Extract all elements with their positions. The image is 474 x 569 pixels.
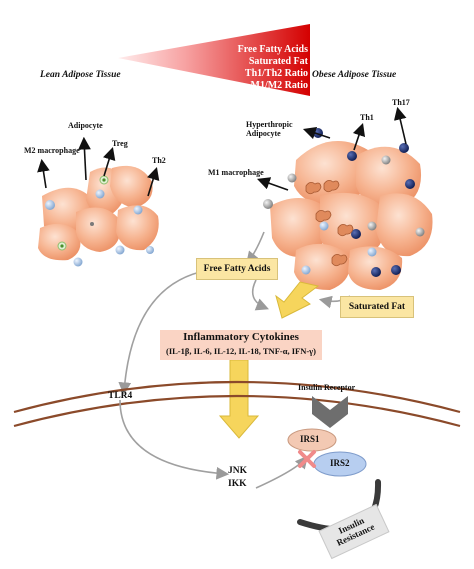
cytokines-list: (IL-1β, IL-6, IL-12, IL-18, TNF-α, IFN-γ… [166,346,316,356]
th1-label: Th1 [360,113,374,122]
obese-tissue-cluster [263,128,433,290]
gradient-line-satfat: Saturated Fat [248,56,308,67]
gradient-line-th-ratio: Th1/Th2 Ratio [244,68,308,79]
jnk-label: JNK [228,466,247,476]
cell-membrane [13,380,461,428]
cytokine-yellow-arrow [218,359,260,439]
gradient-text: Free Fatty Acids Saturated Fat Th1/Th2 R… [200,44,308,92]
free-fatty-acids-box: Free Fatty Acids [196,258,278,280]
irs1-shape [287,428,337,452]
hyper-line-2: Adipocyte [246,129,281,138]
saturated-fat-box: Saturated Fat [340,296,414,318]
insulin-receptor-shape [312,396,348,428]
irs1-label: IRS1 [300,434,320,444]
cytokines-title: Inflammatory Cytokines [183,331,299,343]
th17-label: Th17 [392,98,410,107]
m1-macrophage-label: M1 macrophage [208,168,264,177]
lean-title: Lean Adipose Tissue [40,70,121,80]
m2-macrophage-label: M2 macrophage [24,146,80,155]
inflammatory-cytokines-box: Inflammatory Cytokines (IL-1β, IL-6, IL-… [160,330,322,360]
lean-tissue-cluster [38,165,159,267]
tlr4-label: TLR4 [108,391,133,401]
gradient-line-m-ratio: M1/M2 Ratio [250,80,309,91]
hyper-line-1: Hyperthropic [246,120,293,129]
treg-label: Treg [112,139,128,148]
inhibition-x-mark [298,450,316,468]
ikk-label: IKK [228,479,247,489]
obese-title: Obese Adipose Tissue [312,70,397,80]
gradient-line-ffa: Free Fatty Acids [237,44,308,55]
adipocyte-label: Adipocyte [68,121,103,130]
th2-label: Th2 [152,156,166,165]
satfat-yellow-arrow [275,281,320,319]
insulin-receptor-label: Insulin Receptor [298,383,356,392]
hypertrophic-adipocyte-label: Hyperthropic Adipocyte [246,120,293,138]
irs2-label: IRS2 [330,458,350,468]
gradient-wedge [118,24,310,96]
